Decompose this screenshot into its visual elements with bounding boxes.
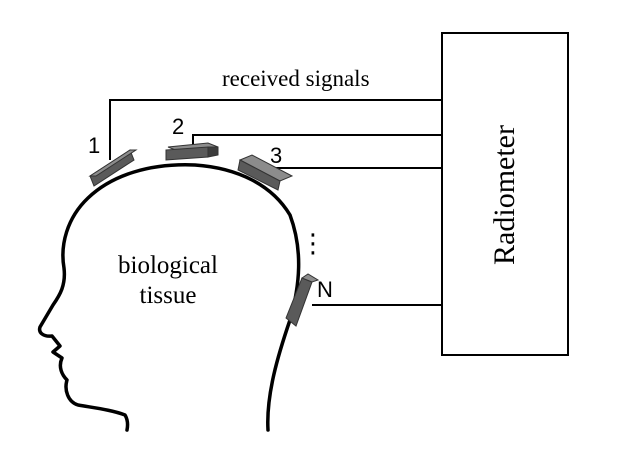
sensor-1-label: 1	[88, 133, 100, 158]
sensor-2-side	[207, 146, 219, 158]
sensor-2	[165, 142, 219, 161]
signal-wire-2	[192, 134, 442, 145]
sensor-n	[285, 273, 320, 327]
tissue-label-line1: biological	[118, 252, 218, 279]
sensor-1	[88, 149, 138, 187]
radiometer-box	[441, 32, 569, 356]
received-signals-label: received signals	[222, 66, 370, 91]
signal-wire-1	[109, 99, 442, 160]
sensor-n-label: N	[317, 277, 333, 302]
ellipsis: ⋮	[300, 228, 326, 258]
sensor-3	[237, 154, 294, 191]
sensor-2-label: 2	[172, 114, 184, 139]
radiometer-label: Radiometer	[488, 125, 521, 265]
sensor-3-label: 3	[270, 143, 282, 168]
head-outline	[37, 163, 301, 432]
sensor-n-front	[285, 277, 313, 327]
sensor-3-front	[237, 159, 281, 191]
tissue-label-line2: tissue	[140, 282, 197, 309]
sensor-n-top	[300, 273, 320, 283]
sensor-1-top	[88, 149, 138, 177]
